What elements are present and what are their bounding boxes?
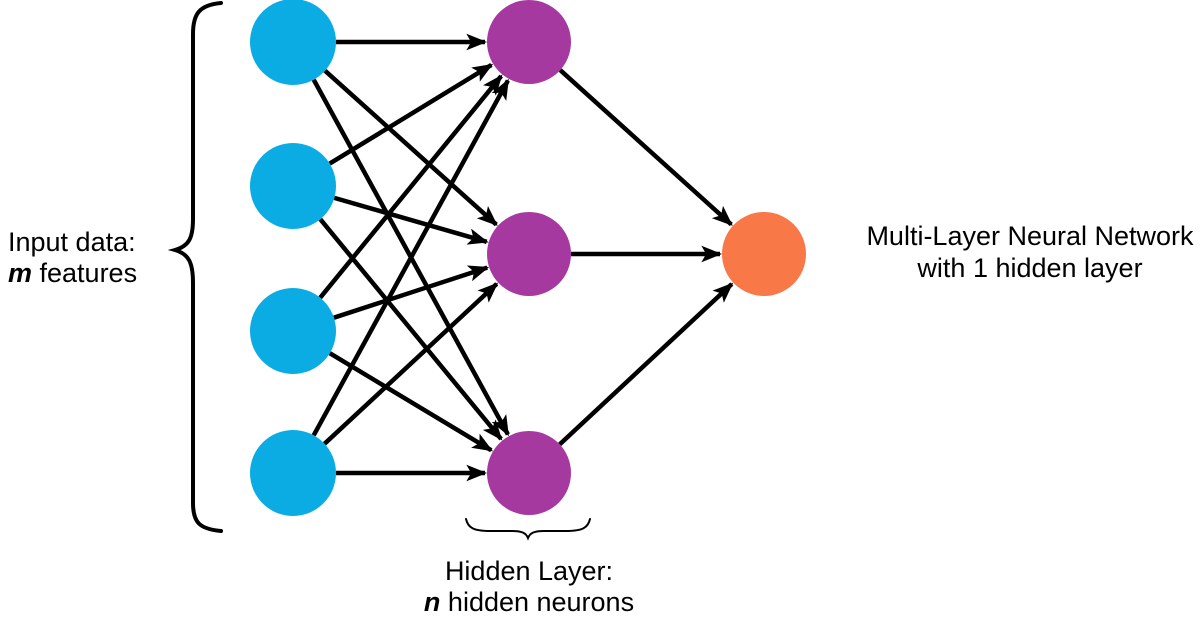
connection-arrows [311, 33, 734, 482]
hidden-layer-label-line2-rest: hidden neurons [440, 587, 635, 617]
hidden-node-1 [487, 0, 571, 84]
input-layer-label-line2: m features [8, 258, 137, 289]
input-layer-label: Input data: m features [8, 227, 137, 289]
input-node-4 [250, 430, 336, 516]
hidden-node-3 [487, 431, 571, 515]
edge-input3-to-hidden3 [328, 351, 494, 453]
edge-input4-to-hidden1 [311, 78, 510, 437]
edge-input2-to-hidden2 [333, 195, 489, 245]
edge-input2-to-hidden1 [328, 62, 494, 166]
edge-input3-to-hidden2 [333, 265, 490, 320]
m-variable: m [8, 258, 33, 288]
figure-title-line2: with 1 hidden layer [917, 253, 1143, 283]
hidden-node-2 [487, 212, 571, 296]
hidden-layer-label: Hidden Layer: n hidden neurons [329, 556, 729, 618]
edge-input3-to-hidden1 [318, 74, 503, 300]
input-node-3 [250, 288, 336, 374]
input-node-1 [250, 0, 336, 85]
figure-title: Multi-Layer Neural Network with 1 hidden… [860, 220, 1200, 284]
input-node-2 [250, 143, 336, 229]
edge-input1-to-hidden2 [323, 69, 498, 227]
input-layer-label-line1: Input data: [8, 227, 136, 257]
hidden-layer-brace [465, 518, 591, 541]
input-layer-brace [167, 1, 223, 533]
output-node-1 [722, 212, 806, 296]
figure-title-line1: Multi-Layer Neural Network [866, 221, 1194, 251]
edge-hidden1-to-output1 [558, 68, 733, 227]
input-layer-label-line2-rest: features [32, 258, 138, 288]
edge-hidden3-to-output1 [558, 282, 734, 447]
neuron-nodes [250, 0, 806, 516]
edge-input4-to-hidden2 [322, 282, 499, 446]
n-variable: n [423, 587, 441, 617]
hidden-layer-label-line1: Hidden Layer: [444, 556, 614, 586]
hidden-layer-label-line2: n hidden neurons [329, 587, 729, 618]
edge-input2-to-hidden3 [318, 217, 503, 441]
